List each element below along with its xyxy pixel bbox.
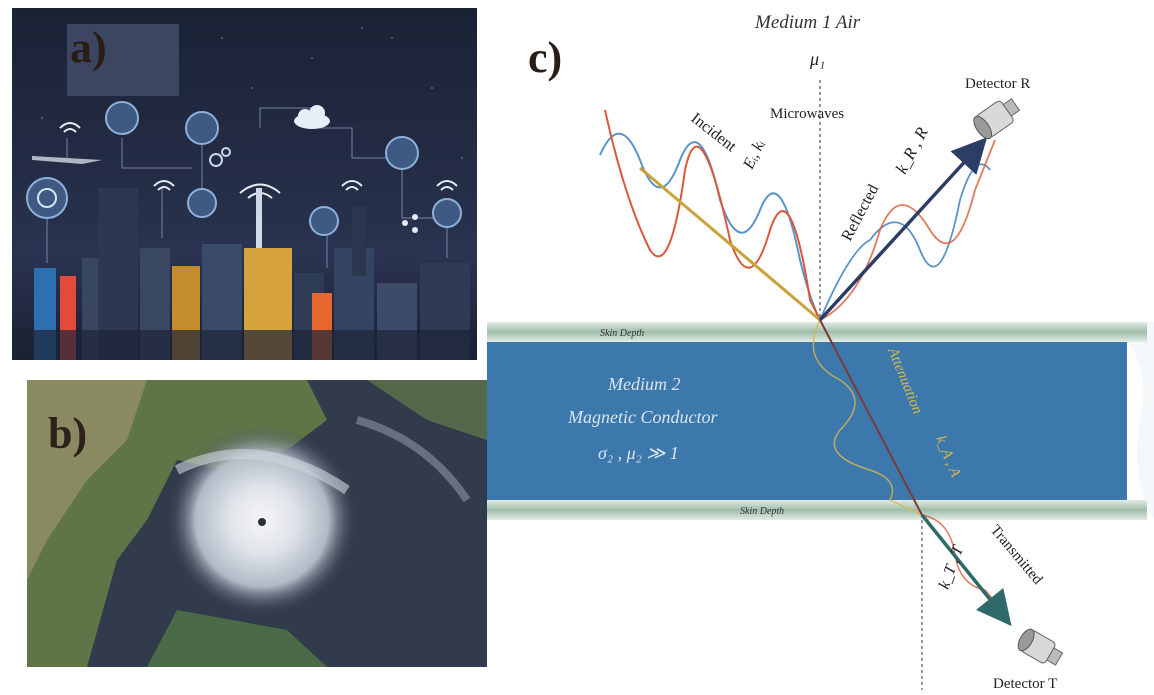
incident-label: Incident [688, 110, 740, 156]
cloud-icon [294, 105, 330, 129]
incident-arrow [639, 166, 821, 322]
detector-r-label: Detector R [965, 76, 1030, 92]
skin-depth-bottom [487, 500, 1147, 520]
skin-depth-top-label: Skin Depth [600, 328, 644, 339]
mu1-label: μ₁ [809, 49, 825, 69]
detector-icon [973, 98, 1021, 140]
smart-city-image [12, 8, 477, 360]
reflected-vector-label: k_R , R [892, 124, 932, 177]
magnetic-conductor-label: Magnetic Conductor [567, 407, 718, 427]
microwaves-label: Microwaves [770, 106, 844, 122]
reflected-arrow [818, 137, 988, 322]
hurricane-satellite-image [27, 380, 487, 667]
smart-city-illustration [12, 27, 477, 360]
panel-label-a: a) [70, 23, 107, 72]
hurricane-eye-icon [258, 518, 266, 526]
bulb-icon [26, 177, 68, 219]
medium2-label: Medium 2 [607, 374, 680, 394]
medium1-label: Medium 1 Air [754, 12, 861, 33]
skin-depth-top [487, 322, 1147, 342]
detector-t-label: Detector T [993, 676, 1057, 692]
skin-depth-bottom-label: Skin Depth [740, 506, 784, 517]
share-icon [402, 214, 418, 233]
incident-vector-label: Eᵢ, kᵢ [740, 137, 768, 172]
transmitted-arrow [920, 513, 1012, 627]
conductor-condition-label: σ₂ , μ₂ ≫ 1 [598, 443, 679, 463]
detector-icon [1017, 628, 1064, 666]
gear-icon [209, 147, 231, 167]
incident-wave-red [604, 109, 821, 321]
panel-label-b: b) [48, 409, 88, 458]
reflected-label: Reflected [839, 182, 883, 244]
transmitted-label: Transmitted [987, 522, 1046, 588]
medium2-slab [487, 322, 1127, 520]
panel-label-c: c) [528, 33, 563, 82]
